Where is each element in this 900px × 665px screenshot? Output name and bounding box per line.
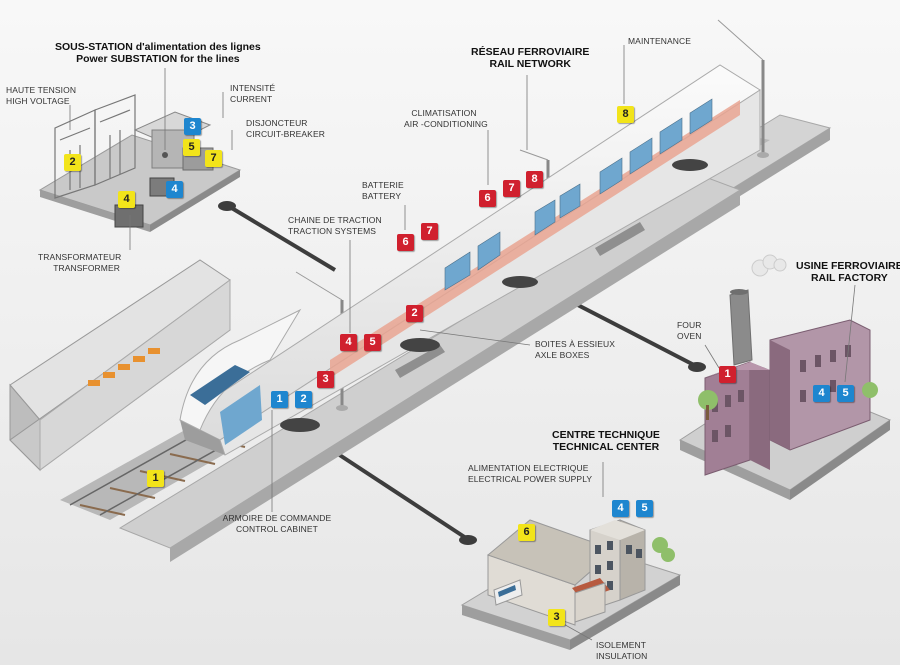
badge-network-8-aircon: 8 bbox=[526, 171, 543, 188]
connector-dot-factory bbox=[688, 362, 706, 372]
substation-illustration bbox=[38, 94, 242, 232]
badge-substation-4-blue: 4 bbox=[166, 181, 183, 198]
badge-factory-1-oven: 1 bbox=[719, 366, 736, 383]
badge-tech-6: 6 bbox=[518, 524, 535, 541]
badge-network-6-battery: 6 bbox=[397, 234, 414, 251]
badge-network-6-aircon: 6 bbox=[479, 190, 496, 207]
badge-tech-4: 4 bbox=[612, 500, 629, 517]
badge-network-8-maintenance: 8 bbox=[617, 106, 634, 123]
badge-network-4-traction: 4 bbox=[340, 334, 357, 351]
badge-tech-5: 5 bbox=[636, 500, 653, 517]
badge-network-5-traction: 5 bbox=[364, 334, 381, 351]
connector-lines bbox=[228, 205, 695, 540]
badge-tech-3: 3 bbox=[548, 609, 565, 626]
label-maintenance: MAINTENANCE bbox=[628, 36, 691, 46]
badge-network-7-battery: 7 bbox=[421, 223, 438, 240]
badge-network-7-aircon: 7 bbox=[503, 180, 520, 197]
rail-factory-illustration bbox=[678, 254, 892, 500]
badge-network-3: 3 bbox=[317, 371, 334, 388]
train-illustration bbox=[179, 64, 761, 456]
connector-dot-substation bbox=[218, 201, 236, 211]
badge-substation-5: 5 bbox=[183, 139, 200, 156]
badge-substation-7: 7 bbox=[205, 150, 222, 167]
leader-lines bbox=[69, 45, 856, 641]
badge-network-2-axle: 2 bbox=[406, 305, 423, 322]
badge-factory-4: 4 bbox=[813, 385, 830, 402]
badge-network-2-cabinet: 2 bbox=[295, 391, 312, 408]
badge-network-1-track: 1 bbox=[147, 470, 164, 487]
badge-substation-3: 3 bbox=[184, 118, 201, 135]
badge-substation-2: 2 bbox=[64, 154, 81, 171]
connector-dot-technical-center bbox=[459, 535, 477, 545]
badge-substation-4-yellow: 4 bbox=[118, 191, 135, 208]
badge-factory-5: 5 bbox=[837, 385, 854, 402]
badge-network-1-cabinet: 1 bbox=[271, 391, 288, 408]
